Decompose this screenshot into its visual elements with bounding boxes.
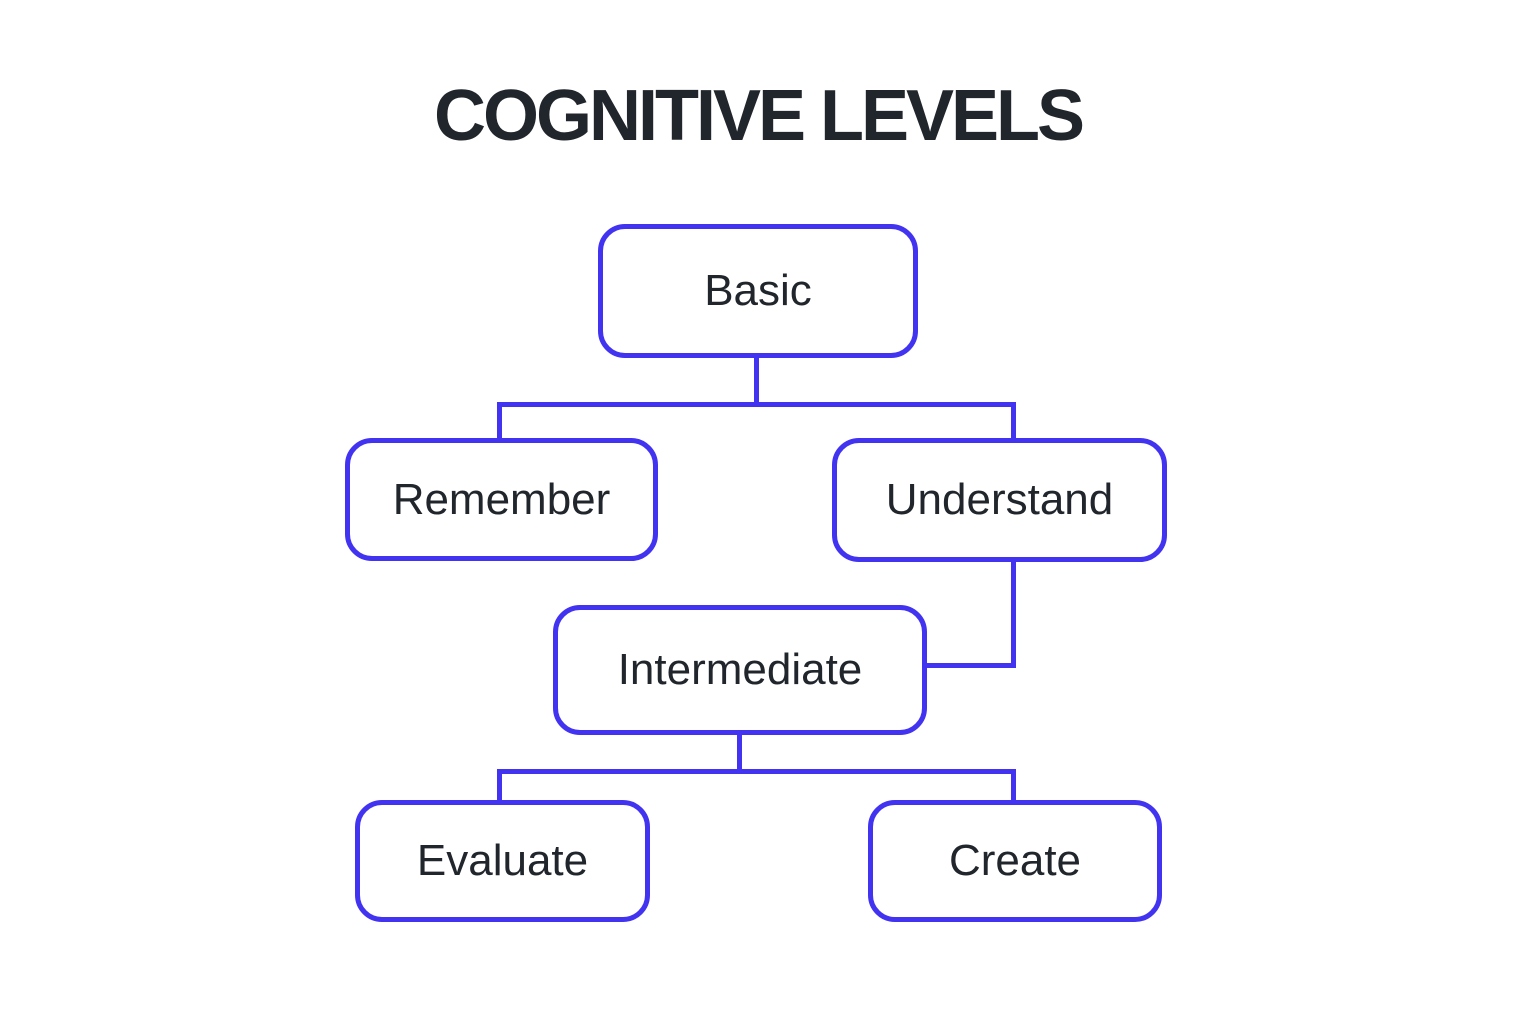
- connector-drop-to-understand: [1011, 402, 1016, 442]
- node-evaluate: Evaluate: [355, 800, 650, 922]
- node-remember: Remember: [345, 438, 658, 561]
- node-understand-label: Understand: [885, 475, 1114, 524]
- node-understand: Understand: [832, 438, 1167, 562]
- node-intermediate-label: Intermediate: [617, 645, 863, 694]
- node-remember-label: Remember: [392, 474, 611, 524]
- node-intermediate: Intermediate: [553, 605, 927, 735]
- node-basic-label: Basic: [704, 266, 812, 315]
- connector-intermediate-split-rail: [497, 769, 1016, 774]
- connector-understand-down: [1011, 560, 1016, 668]
- connector-elbow-to-intermediate: [925, 663, 1016, 668]
- connector-basic-split-rail: [497, 402, 1016, 407]
- connector-drop-to-evaluate: [497, 769, 502, 803]
- connector-drop-to-remember: [497, 402, 502, 442]
- diagram-title: COGNITIVE LEVELS: [433, 76, 1085, 156]
- connector-intermediate-stem: [737, 733, 742, 774]
- connector-drop-to-create: [1011, 769, 1016, 803]
- node-evaluate-label: Evaluate: [416, 836, 589, 885]
- connector-basic-stem: [754, 356, 759, 406]
- node-basic: Basic: [598, 224, 918, 358]
- node-create: Create: [868, 800, 1162, 922]
- node-create-label: Create: [948, 836, 1082, 885]
